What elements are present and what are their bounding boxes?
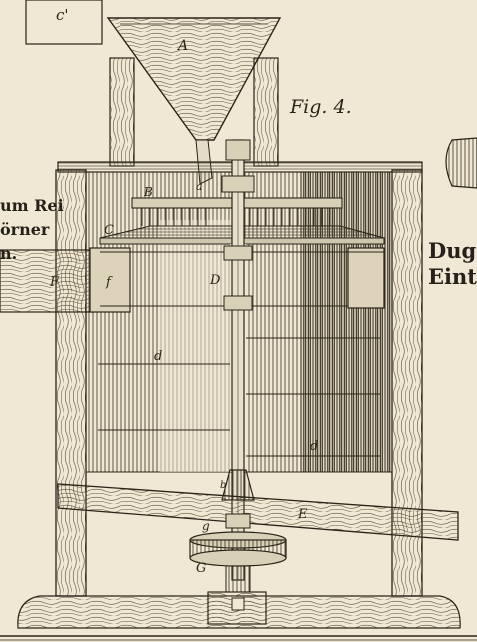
label-hopper: A — [176, 38, 188, 54]
left-margin-line1: um Rei — [0, 196, 64, 215]
label-cylinder-b: b — [220, 480, 226, 491]
label-collar: g — [202, 519, 210, 533]
label-cleat: f — [105, 275, 113, 290]
cleat-left — [89, 247, 131, 313]
sloping-beam — [57, 483, 459, 541]
left-margin-line3: n. — [0, 244, 18, 263]
label-cylinder-lower: d — [310, 439, 318, 454]
left-margin-line2: örner — [0, 220, 50, 239]
label-cylinder-upper: d — [154, 349, 162, 364]
right-margin-line2: Eint — [428, 264, 477, 289]
label-brush-disc: B — [143, 185, 153, 199]
pulley — [189, 513, 287, 593]
right-margin-line1: Dug — [428, 238, 477, 263]
label-shaft: D — [209, 273, 221, 288]
label-lower-disc: C — [104, 223, 114, 238]
label-beam: E — [297, 507, 308, 522]
cleat-right — [347, 247, 385, 309]
adjacent-figure — [445, 137, 477, 189]
frame-post-left — [55, 169, 87, 597]
hopper — [106, 17, 282, 141]
side-beam — [0, 249, 95, 313]
label-feed-pipe: a — [196, 180, 203, 193]
figure-caption: Fig. 4. — [290, 96, 352, 118]
label-pulley: G — [196, 561, 206, 576]
inset-label: c' — [56, 6, 69, 24]
label-beam-left: F — [49, 275, 60, 290]
inset-box — [25, 0, 103, 45]
hopper-post-left — [109, 57, 135, 167]
hopper-post-right — [253, 57, 279, 167]
